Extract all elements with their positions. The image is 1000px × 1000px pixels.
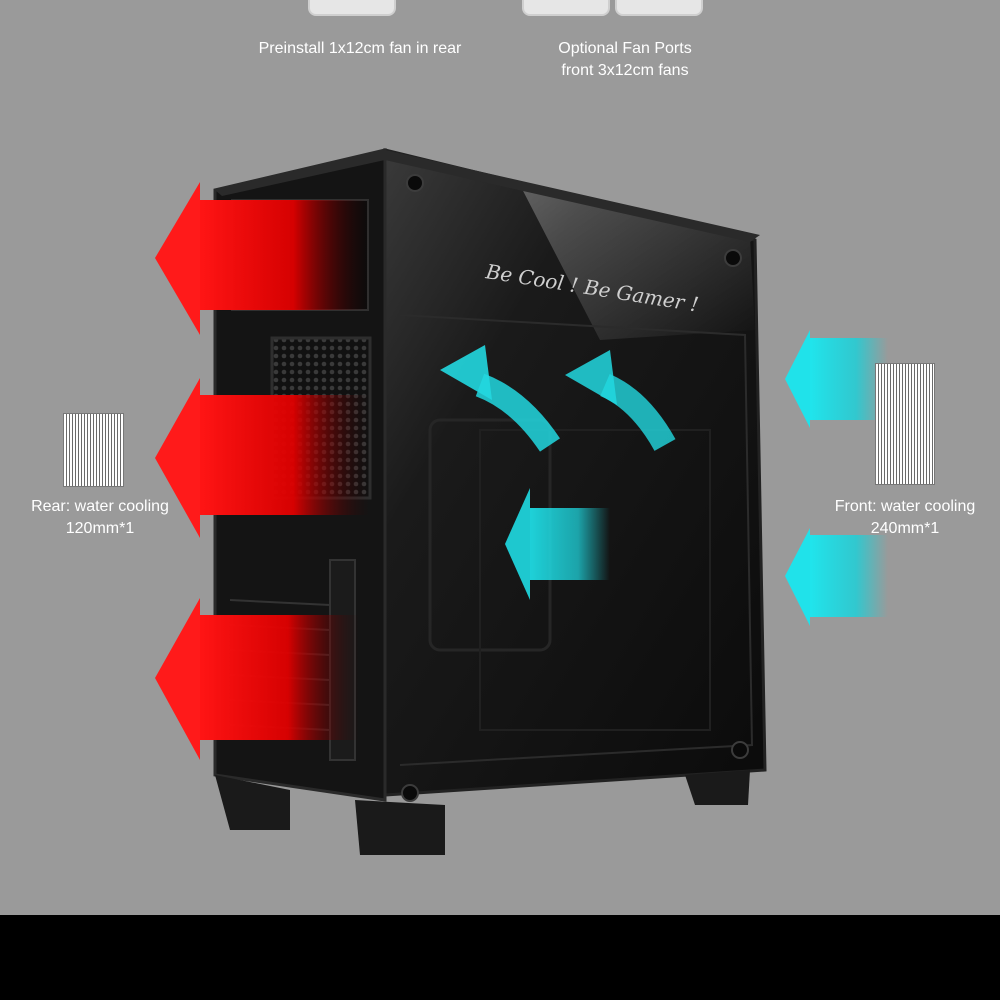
fan-icon-rear: [308, 0, 396, 16]
fan-icon-front-1: [522, 0, 610, 16]
radiator-icon-front: [875, 363, 935, 485]
fan-icon-front-2: [615, 0, 703, 16]
exhaust-arrow-top: [155, 182, 370, 335]
glass-glare: [520, 185, 755, 340]
intake-arrow-bottom: [785, 528, 888, 626]
caption-rear-fan: Preinstall 1x12cm fan in rear: [258, 40, 462, 57]
internal-arrow-mid: [505, 488, 610, 600]
exhaust-arrow-middle: [155, 378, 370, 538]
bottom-bar: [0, 915, 1000, 1000]
case-foot-rear: [215, 775, 290, 830]
caption-front-fans: Optional Fan Ports front 3x12cm fans: [558, 40, 692, 79]
caption-rear-water-cooling: Rear: water cooling 120mm*1: [31, 498, 169, 537]
radiator-icon-rear: [63, 413, 124, 487]
caption-front-water-cooling: Front: water cooling 240mm*1: [834, 498, 976, 537]
exhaust-arrow-bottom: [155, 598, 360, 760]
case-foot-back-right: [685, 770, 750, 805]
intake-arrow-top: [785, 330, 888, 428]
case-foot-front: [355, 800, 445, 855]
thumb-screws: [401, 174, 749, 802]
